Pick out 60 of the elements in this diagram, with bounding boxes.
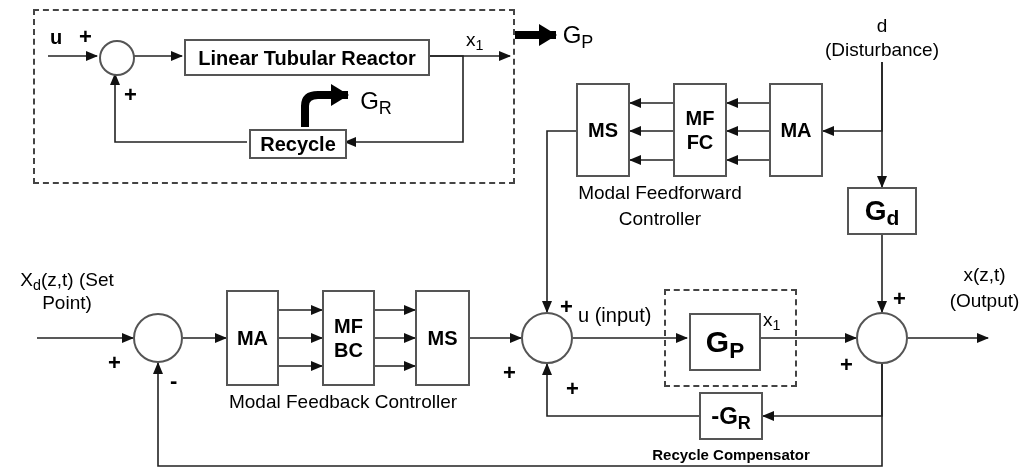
arrow [278,333,323,343]
label: + [840,351,854,379]
process-box: MF FC [673,83,727,177]
label: + [79,23,93,51]
node-label: Recycle Compensator [651,445,811,465]
arrow [629,98,674,108]
dashed-boundary [33,9,515,184]
process-box: Recycle [249,129,347,159]
summing-junction [856,312,908,364]
process-box: -G$_{R}$ [699,392,763,440]
arrow [907,333,989,343]
arrow [374,305,416,315]
label: x(z,t) (Output) [948,263,1021,313]
arrow [629,126,674,136]
summing-junction [133,313,183,363]
label: + [893,285,907,313]
arrow [36,333,134,343]
process-box: MS [415,290,470,386]
arrow [726,98,770,108]
process-box: MA [226,290,279,386]
arrow [572,333,688,343]
arrow [726,126,770,136]
dashed-boundary [664,289,797,387]
arrow [47,51,98,61]
transfer-function-label: G$_{P}$ [556,18,600,52]
summing-junction [99,40,135,76]
process-box: MA [769,83,823,177]
label: + [560,293,574,321]
label: + [566,375,580,403]
label: Modal Feedback Controller [228,390,458,414]
label: u [50,25,64,50]
arrow [469,333,522,343]
arrow [374,361,416,371]
label: x$_{1}$ [763,308,782,335]
summing-junction [521,312,573,364]
process-box: Linear Tubular Reactor [184,39,430,76]
arrow [182,333,227,343]
label: x$_{1}$ [466,28,485,55]
label: X$_{d}$(z,t) (Set Point) [19,268,115,314]
label: - [170,367,179,395]
process-box: G$_{P}$ [689,313,761,371]
transfer-function-label: G$_{R}$ [354,84,398,118]
process-box: MF BC [322,290,375,386]
arrow [542,130,577,313]
arrow [278,305,323,315]
process-box: MS [576,83,630,177]
arrow [629,155,674,165]
label: Modal Feedforward Controller [577,181,743,231]
arrow [153,362,883,467]
arrow [374,333,416,343]
arrow [822,61,883,136]
disturbance-label: d (Disturbance) [820,14,944,62]
label: + [108,349,122,377]
arrow [726,155,770,165]
label: + [124,81,138,109]
label: + [503,359,517,387]
arrow [278,361,323,371]
arrow [877,234,887,313]
process-box: G$_{d}$ [847,187,917,235]
arrow [542,363,700,417]
